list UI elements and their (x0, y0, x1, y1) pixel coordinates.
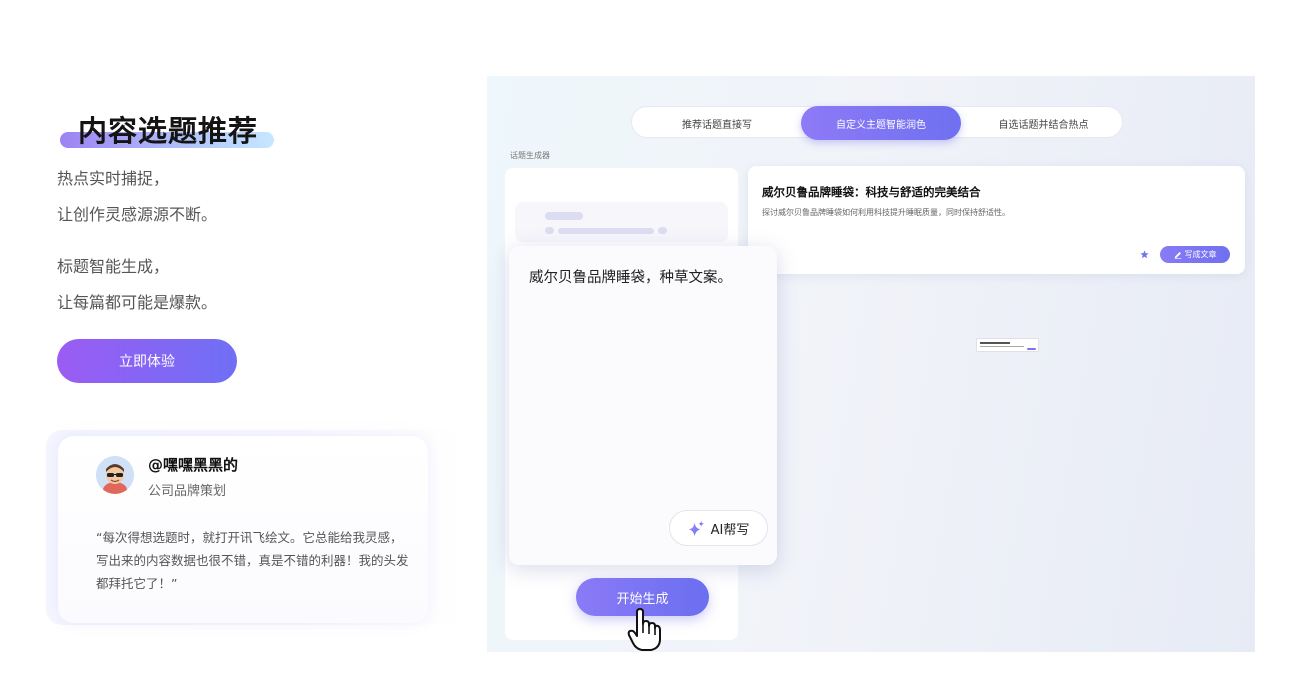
title-highlight-bar (60, 132, 274, 148)
mode-tabs: 推荐话题直接写 自定义主题智能润色 自选话题并结合热点 (631, 106, 1123, 140)
star-icon[interactable] (1138, 248, 1150, 260)
feature-intro: 内容选题推荐 热点实时捕捉， 让创作灵感源源不断。 标题智能生成， 让每篇都可能… (0, 0, 480, 687)
try-now-button[interactable]: 立即体验 (57, 339, 237, 383)
page-title: 内容选题推荐 (78, 114, 259, 148)
testimonial-quote: “每次得想选题时，就打开讯飞绘文。它总能给我灵感，写出来的内容数据也很不错，真是… (96, 530, 409, 591)
skeleton-dot (545, 227, 554, 234)
tab-custom-topic-hotspot[interactable]: 自选话题并结合热点 (998, 119, 1089, 131)
write-article-button[interactable]: 写成文章 (1160, 246, 1230, 263)
hand-pointer-icon (627, 608, 661, 651)
desc-line: 让每篇都可能是爆款。 (57, 293, 218, 312)
tab-custom-theme-polish[interactable]: 自定义主题智能润色 (801, 106, 961, 140)
skeleton-bar (545, 212, 583, 220)
title-block: 内容选题推荐 (58, 108, 274, 154)
loading-skeleton (515, 202, 728, 242)
avatar (96, 456, 134, 494)
feature-desc-title-gen: 标题智能生成， 让每篇都可能是爆款。 (57, 249, 217, 321)
result-card[interactable]: 威尔贝鲁品牌睡袋：科技与舒适的完美结合 探讨威尔贝鲁品牌睡袋如何利用科技提升睡眠… (748, 166, 1245, 274)
ai-write-label: AI帮写 (710, 522, 750, 538)
tab-recommended-topics[interactable]: 推荐话题直接写 (682, 119, 752, 131)
write-article-label: 写成文章 (1184, 250, 1217, 259)
desc-line: 标题智能生成， (57, 257, 170, 276)
thumbnail-line (980, 346, 1024, 347)
skeleton-bar (558, 228, 654, 234)
desc-line: 热点实时捕捉， (57, 169, 170, 188)
sparkle-icon (688, 520, 704, 536)
demo-screenshot-panel: 推荐话题直接写 自定义主题智能润色 自选话题并结合热点 话题生成器 威尔贝鲁品牌… (487, 76, 1255, 652)
avatar-illustration (96, 456, 134, 494)
thumbnail-preview (976, 338, 1039, 352)
ai-write-button[interactable]: AI帮写 (669, 510, 768, 546)
pencil-icon (1174, 251, 1181, 259)
user-role: 公司品牌策划 (148, 484, 227, 499)
desc-line: 让创作灵感源源不断。 (57, 205, 218, 224)
feature-desc-hotspot: 热点实时捕捉， 让创作灵感源源不断。 (57, 161, 217, 233)
topic-input-text[interactable]: 威尔贝鲁品牌睡袋，种草文案。 (529, 270, 732, 286)
generator-label: 话题生成器 (510, 151, 550, 160)
skeleton-dot (658, 227, 667, 234)
result-title: 威尔贝鲁品牌睡袋：科技与舒适的完美结合 (762, 185, 981, 199)
thumbnail-line (980, 342, 1010, 344)
result-description: 探讨威尔贝鲁品牌睡袋如何利用科技提升睡眠质量，同时保持舒适性。 (762, 208, 1010, 217)
thumbnail-button (1027, 348, 1036, 350)
topic-input-card[interactable]: 威尔贝鲁品牌睡袋，种草文案。 AI帮写 (509, 246, 777, 565)
testimonial-card: @嘿嘿黑黑的 公司品牌策划 “每次得想选题时，就打开讯飞绘文。它总能给我灵感，写… (58, 436, 428, 623)
user-name: @嘿嘿黑黑的 (148, 456, 239, 474)
